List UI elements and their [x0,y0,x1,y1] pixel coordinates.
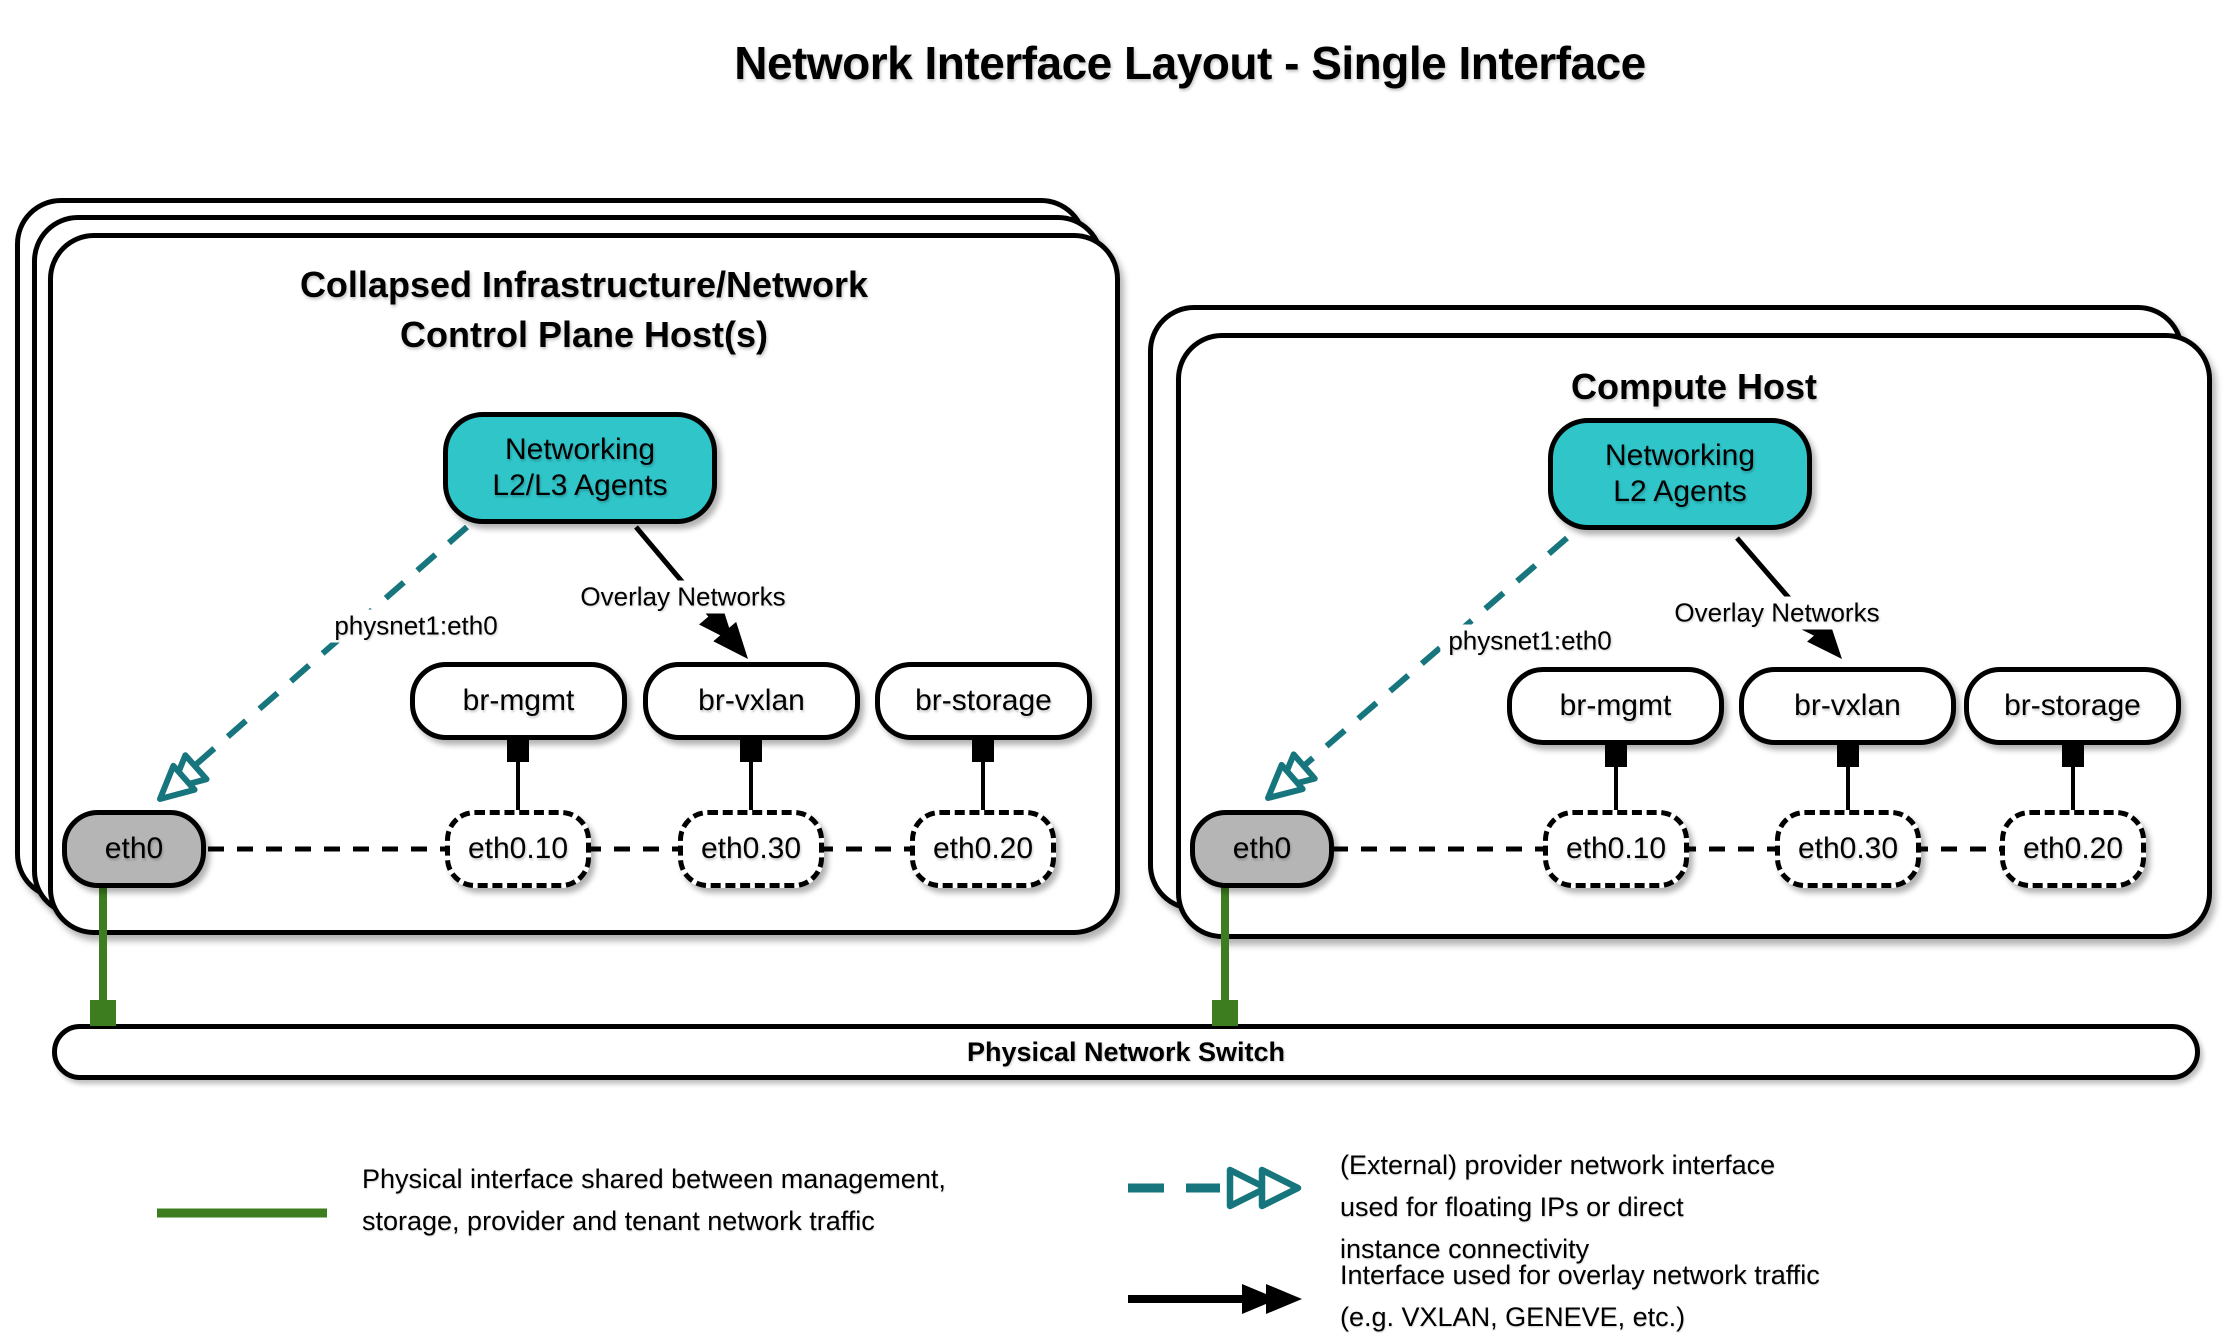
vlan-node-right-10: eth0.10 [1543,810,1689,888]
agent-label-line1: Networking [504,433,656,466]
bridge-node-right-storage: br-storage [1964,667,2181,745]
legend-provider-arrow-text: (External) provider network interface us… [1340,1144,1775,1270]
bridge-node-left-vxlan: br-vxlan [643,662,860,740]
legend-line: instance connectivity [1340,1234,1590,1264]
legend-line: Interface used for overlay network traff… [1340,1260,1820,1290]
overlay-edge-label-left: Overlay Networks [572,580,794,614]
overlay-edge-label-right: Overlay Networks [1666,596,1888,630]
control-plane-host-title-line2: Control Plane Host(s) [399,314,768,355]
physical-network-switch-label: Physical Network Switch [966,1036,1286,1067]
control-plane-host-title-line1: Collapsed Infrastructure/Network [299,264,869,305]
legend-physical-line-text: Physical interface shared between manage… [362,1158,946,1242]
compute-host-title: Compute Host [1176,362,2212,412]
legend-provider-arrow-icon [1128,1166,1302,1210]
agent-node-compute: Networking L2 Agents [1548,418,1812,530]
physical-interface-node-right: eth0 [1190,810,1334,888]
vlan-node-left-20: eth0.20 [910,810,1056,888]
legend-overlay-arrow-icon [1128,1284,1302,1314]
page-title: Network Interface Layout - Single Interf… [734,37,1646,89]
vlan-node-left-30: eth0.30 [678,810,824,888]
legend-line: (e.g. VXLAN, GENEVE, etc.) [1340,1302,1686,1332]
agent-label-line1: Networking [1604,439,1756,472]
physical-interface-node-left: eth0 [62,810,206,888]
legend-line: used for floating IPs or direct [1340,1192,1684,1222]
legend-line: Physical interface shared between manage… [362,1164,946,1194]
agent-node-control-plane: Networking L2/L3 Agents [443,412,717,524]
bridge-node-right-vxlan: br-vxlan [1739,667,1956,745]
vlan-node-left-10: eth0.10 [445,810,591,888]
legend-overlay-arrow-text: Interface used for overlay network traff… [1340,1254,1820,1338]
control-plane-host-title: Collapsed Infrastructure/Network Control… [48,260,1120,360]
agent-label-line2: L2/L3 Agents [492,469,668,502]
vlan-node-right-30: eth0.30 [1775,810,1921,888]
agent-label-line2: L2 Agents [1613,475,1747,508]
physical-network-switch: Physical Network Switch [52,1024,2200,1080]
bridge-node-right-mgmt: br-mgmt [1507,667,1724,745]
legend-line: (External) provider network interface [1340,1150,1776,1180]
bridge-node-left-mgmt: br-mgmt [410,662,627,740]
provider-edge-label-left: physnet1:eth0 [326,609,506,643]
legend-line: storage, provider and tenant network tra… [362,1206,875,1236]
vlan-node-right-20: eth0.20 [2000,810,2146,888]
provider-edge-label-right: physnet1:eth0 [1440,624,1620,658]
bridge-node-left-storage: br-storage [875,662,1092,740]
compute-host-title-line1: Compute Host [1571,366,1817,407]
